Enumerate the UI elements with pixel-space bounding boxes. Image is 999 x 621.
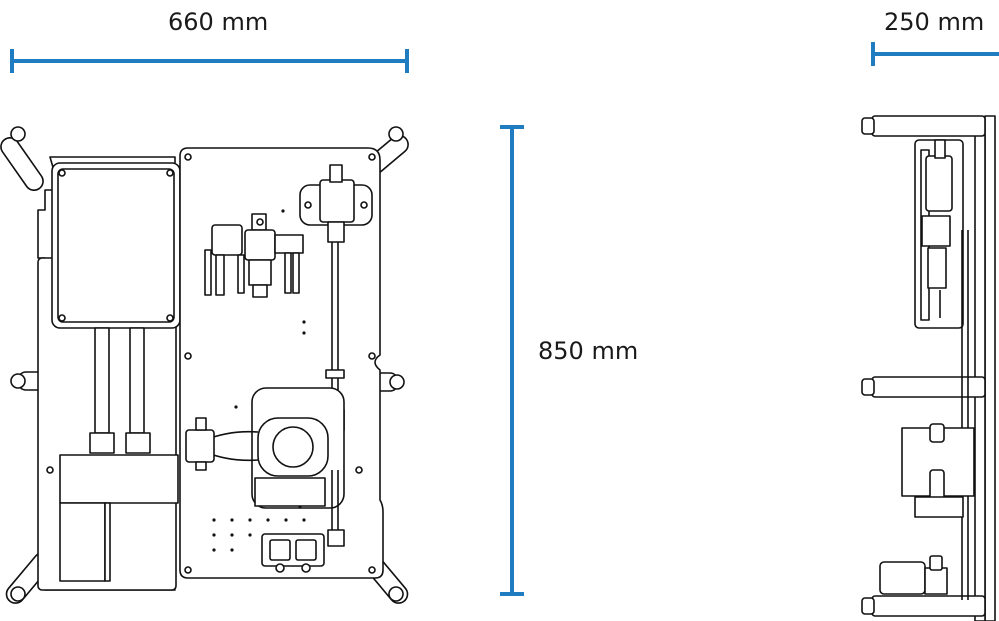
cable-conduits bbox=[89, 327, 151, 454]
panel-holes bbox=[212, 209, 306, 552]
air-filter-regulator bbox=[204, 213, 304, 298]
height-dimension-label: 850 mm bbox=[538, 337, 639, 365]
height-dimension-line bbox=[500, 125, 524, 596]
side-bottom-valve bbox=[879, 561, 926, 595]
side-valve bbox=[185, 417, 215, 471]
side-standoff-bottom bbox=[861, 595, 986, 617]
solenoid-valve-top bbox=[299, 164, 373, 243]
side-standoff-top bbox=[861, 115, 986, 137]
lower-tubing bbox=[327, 470, 345, 547]
side-standoff-mid bbox=[861, 376, 986, 398]
front-view bbox=[0, 126, 409, 604]
side-back-plate bbox=[984, 115, 996, 621]
depth-dimension-label: 250 mm bbox=[884, 8, 985, 36]
peristaltic-pump bbox=[204, 387, 345, 509]
bottom-manifold bbox=[261, 533, 325, 573]
mounting-foot-top-left bbox=[0, 126, 44, 192]
side-view bbox=[861, 115, 996, 621]
depth-dimension-line bbox=[871, 42, 999, 66]
width-dimension-label: 660 mm bbox=[168, 8, 269, 36]
width-dimension-line bbox=[10, 49, 409, 73]
junction-box bbox=[59, 454, 179, 504]
